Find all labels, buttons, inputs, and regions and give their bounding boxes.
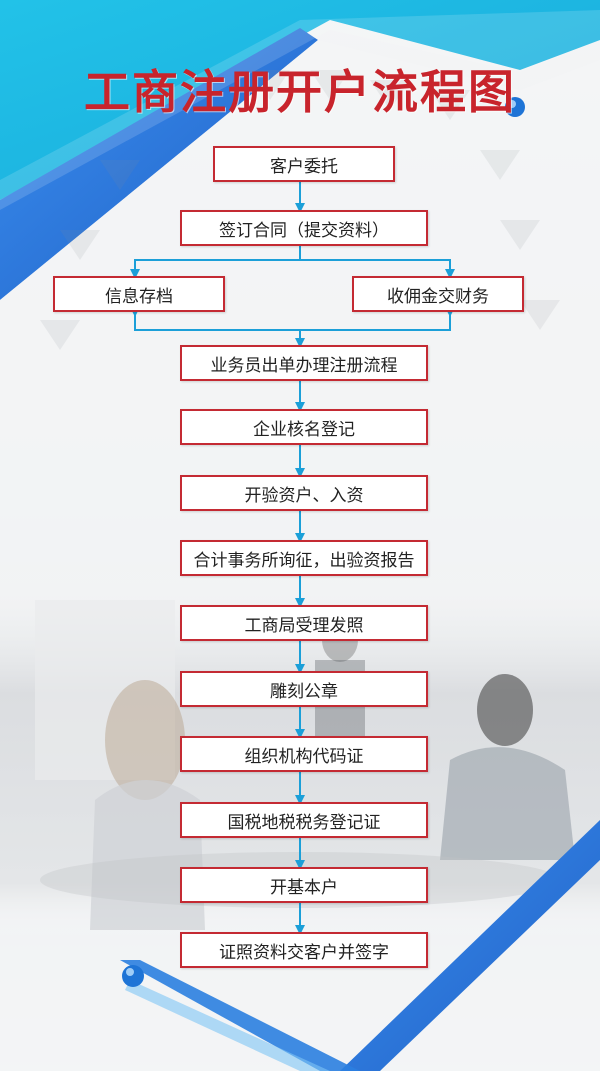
blue-band-left [0, 28, 318, 300]
step-basic-account: 开基本户 [180, 867, 428, 903]
step-sign-contract: 签订合同（提交资料） [180, 210, 428, 246]
step-org-code: 组织机构代码证 [180, 736, 428, 772]
step-client-entrust: 客户委托 [213, 146, 395, 182]
step-deliver-sign: 证照资料交客户并签字 [180, 932, 428, 968]
step-commission-finance: 收佣金交财务 [352, 276, 524, 312]
step-label: 签订合同（提交资料） [219, 220, 389, 241]
person-woman [105, 680, 185, 800]
person-man-right [477, 674, 533, 746]
arrow-right-merge [300, 307, 455, 331]
step-business-license: 工商局受理发照 [180, 605, 428, 641]
step-label: 组织机构代码证 [244, 746, 364, 767]
step-salesman-process: 业务员出单办理注册流程 [180, 345, 428, 381]
step-label: 证照资料交客户并签字 [219, 942, 389, 963]
step-capital-account: 开验资户、入资 [180, 475, 428, 511]
blue-band-right [340, 820, 600, 1071]
step-label: 开基本户 [270, 877, 338, 898]
step-label: 雕刻公章 [270, 681, 338, 702]
step-label: 信息存档 [105, 286, 173, 307]
step-label: 合计事务所询征，出验资报告 [193, 550, 415, 571]
arrow-2-right [300, 259, 455, 279]
person-woman-body [90, 780, 205, 930]
page-title: 工商注册开户流程图 [84, 65, 516, 119]
blue-ball-top-highlight [508, 100, 516, 108]
light-highlight [0, 10, 600, 210]
blue-ball-bottom-highlight [126, 968, 134, 976]
step-carve-seal: 雕刻公章 [180, 671, 428, 707]
teal-header-shape [0, 0, 600, 200]
pattern-shapes [40, 70, 560, 350]
blue-band-bottom [120, 960, 360, 1071]
step-label: 工商局受理发照 [244, 615, 364, 636]
person-man-right-body [440, 747, 575, 860]
step-audit-report: 合计事务所询征，出验资报告 [180, 540, 428, 576]
step-label: 国税地税税务登记证 [227, 812, 381, 833]
step-label: 开验资户、入资 [244, 485, 364, 506]
step-label: 企业核名登记 [253, 419, 355, 440]
step-name-registration: 企业核名登记 [180, 409, 428, 445]
arrow-left-merge [130, 307, 300, 331]
blue-band-bottom-light [125, 980, 330, 1071]
step-tax-registration: 国税地税税务登记证 [180, 802, 428, 838]
arrow-2-left [130, 246, 301, 279]
step-label: 业务员出单办理注册流程 [210, 355, 398, 376]
step-label: 客户委托 [270, 156, 338, 177]
step-archive-info: 信息存档 [53, 276, 225, 312]
step-label: 收佣金交财务 [387, 286, 489, 307]
